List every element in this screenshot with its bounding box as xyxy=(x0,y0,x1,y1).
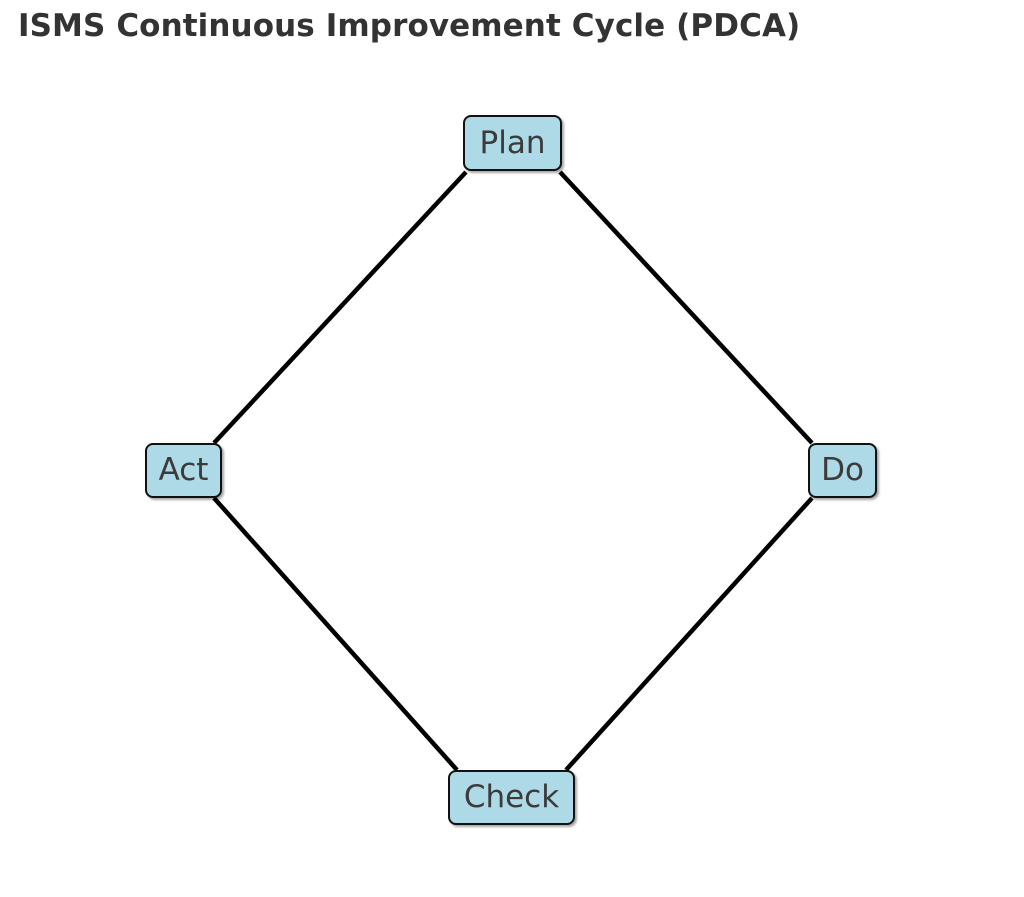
node-plan-label: Plan xyxy=(479,124,546,161)
node-check[interactable]: Check xyxy=(448,770,575,825)
node-act-label: Act xyxy=(158,452,209,488)
node-do-label: Do xyxy=(821,452,864,488)
edge-do-to-check xyxy=(564,496,814,772)
edge-check-to-act xyxy=(212,496,459,772)
node-check-label: Check xyxy=(463,779,560,815)
edge-plan-to-do xyxy=(558,170,814,445)
edge-act-to-plan xyxy=(212,170,468,445)
node-do[interactable]: Do xyxy=(808,443,877,498)
node-plan[interactable]: Plan xyxy=(463,115,562,171)
node-act[interactable]: Act xyxy=(145,443,222,498)
page-title: ISMS Continuous Improvement Cycle (PDCA) xyxy=(18,8,801,44)
